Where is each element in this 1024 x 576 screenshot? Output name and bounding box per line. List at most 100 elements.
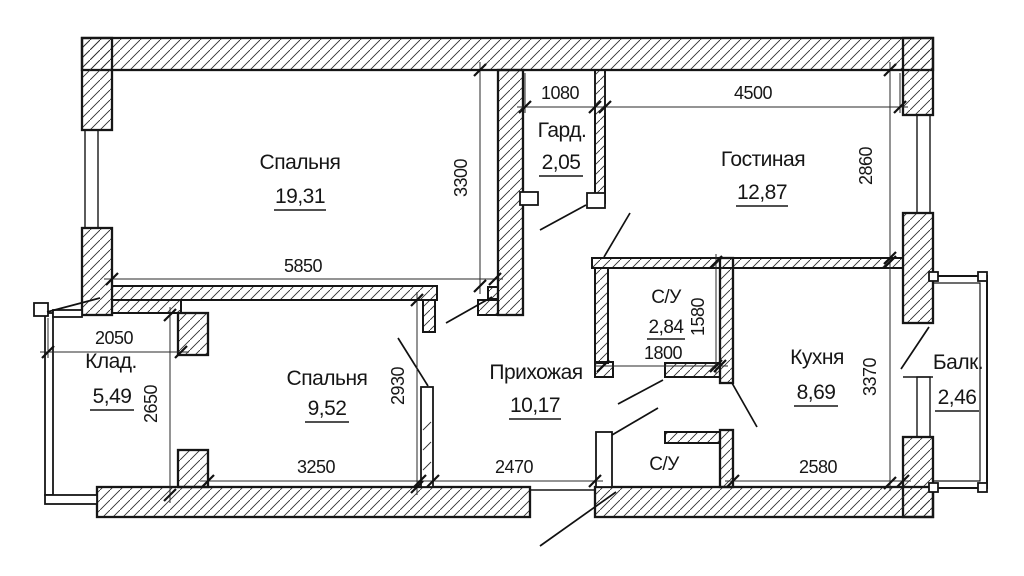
dim-bedroom1-depth: 3300 [451,158,471,197]
balcony-door-leaf [900,326,930,370]
dim-bathroom1-width: 1800 [644,343,683,363]
balcony-rail-inner [933,282,981,482]
wall-top [80,36,935,72]
dim-bedroom2-depth: 2930 [388,366,408,405]
living-door-leaf [603,212,631,258]
room-name-living: Гостиная [721,148,805,171]
wall-kitchen-left-upper [718,256,735,385]
wall-bathroom1-left [594,267,609,364]
tick [410,480,424,494]
tick [473,279,487,293]
wall-bedroom1-wardrobe [496,68,525,317]
storage-annex [33,297,101,505]
wall-bathroom2-top [664,431,721,444]
wardrobe-door-leaf [539,204,587,231]
room-name-bathroom2: С/У [649,454,680,475]
balcony-rail-outer [933,275,988,489]
tick [709,255,723,269]
bedroom2-door-leaf [397,337,429,387]
tick [883,251,897,265]
room-name-hallway: Прихожая [489,361,582,384]
room-area-bedroom1: 19,31 [275,185,325,208]
wall-living-kitchen-bottom [591,257,904,269]
room-name-bedroom1: Спальня [260,151,341,174]
tick [410,293,424,307]
room-name-storage: Клад. [85,350,137,373]
wall-bottom-right [593,485,935,519]
room-area-hallway: 10,17 [510,394,560,417]
wall-wardrobe-right [594,69,606,204]
bathroom1-door-leaf [617,379,664,405]
tick [726,474,740,488]
dimension-ticks [41,63,910,502]
doors [397,204,930,547]
wall-t-stem [422,299,436,333]
wall-bedrooms-divider [111,285,438,301]
storage-door-leaf [46,297,101,313]
balcony-railing [928,271,988,493]
wall-bottom-left [95,485,532,519]
storage-wall-top [52,309,83,318]
wall-kitchen-left-lower [718,428,735,489]
tick [105,272,119,286]
room-area-kitchen: 8,69 [797,381,836,404]
dim-storage-width: 2050 [95,328,134,348]
dim-living-width: 4500 [734,83,773,103]
hatch-stroke [422,421,432,431]
tick [893,100,907,114]
balcony-rail-post [977,482,988,493]
dim-bathroom1-depth: 1580 [688,297,708,336]
tick [588,474,602,488]
balcony-rail-post [977,271,988,282]
hatch-stroke [422,441,432,451]
dim-hallway-width: 2470 [495,457,534,477]
room-name-balcony: Балк. [933,351,983,374]
tick [709,359,723,373]
tick [883,476,897,490]
room-area-wardrobe: 2,05 [542,151,581,174]
windows [82,114,933,438]
dimension-labels: 1080 4500 3300 2860 5850 2050 2650 2930 … [95,83,880,477]
kitchen-door-leaf [731,382,758,428]
tick [883,63,897,77]
wall-bedroom1-door-stub [487,286,499,300]
room-area-bedroom2: 9,52 [308,397,347,420]
tick [163,488,177,502]
dim-living-depth: 2860 [856,146,876,185]
room-area-living: 12,87 [737,181,787,204]
room-area-balcony: 2,46 [938,386,977,409]
room-name-bathroom1: С/У [651,287,682,308]
pier-storage-bottom [176,448,210,489]
tick [588,100,602,114]
wall-right-middle [901,211,935,325]
storage-door-hinge-block [33,302,49,317]
bathroom2-door-leaf [611,407,659,436]
wall-left-upper [80,36,114,132]
tick [596,359,610,373]
living-window [916,114,931,214]
dim-kitchen-depth: 3370 [860,357,880,396]
dim-kitchen-width: 2580 [799,457,838,477]
tick [598,100,612,114]
tick [473,63,487,77]
pier-storage-top [176,311,210,357]
tick [174,345,188,359]
balcony-rail-post [928,482,939,493]
dim-bedroom2-width: 3250 [297,457,336,477]
storage-wall-left [44,312,54,496]
dim-storage-depth: 2650 [141,384,161,423]
wall-divider-left-block [111,299,182,314]
room-name-kitchen: Кухня [790,346,844,369]
tick [488,272,502,286]
tick [163,308,177,322]
tick [413,474,427,488]
tick [896,474,910,488]
wall-bathroom2-left [595,431,613,488]
room-area-bathroom1: 2,84 [649,317,685,338]
room-area-storage: 5,49 [93,385,132,408]
room-name-bedroom2: Спальня [287,367,368,390]
tick [426,474,440,488]
entrance-door-leaf [539,491,617,547]
dim-bedroom1-width: 5850 [284,256,323,276]
